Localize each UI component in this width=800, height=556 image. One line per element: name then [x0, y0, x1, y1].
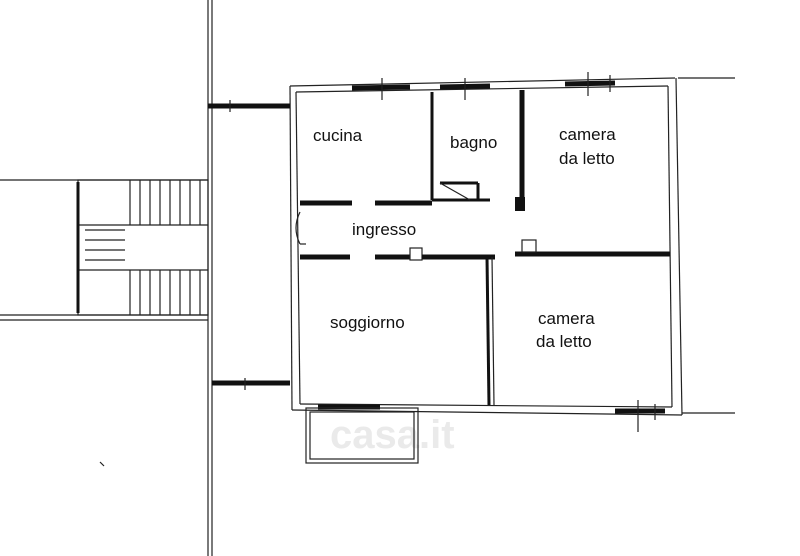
- staircase: [76, 179, 209, 316]
- windows: [318, 72, 665, 432]
- label-camera2-line2: da letto: [536, 332, 592, 351]
- label-ingresso: ingresso: [352, 220, 416, 239]
- interior-walls: [295, 90, 670, 406]
- label-camera1-line2: da letto: [559, 149, 615, 168]
- label-soggiorno: soggiorno: [330, 313, 405, 332]
- label-bagno: bagno: [450, 133, 497, 152]
- label-cucina: cucina: [313, 126, 363, 145]
- label-camera2-line1: camera: [538, 309, 595, 328]
- watermark: casa.it: [330, 413, 455, 457]
- balcony: [305, 407, 419, 464]
- site-lines: [0, 0, 735, 556]
- exterior-walls: [208, 77, 683, 416]
- label-camera1-line1: camera: [559, 125, 616, 144]
